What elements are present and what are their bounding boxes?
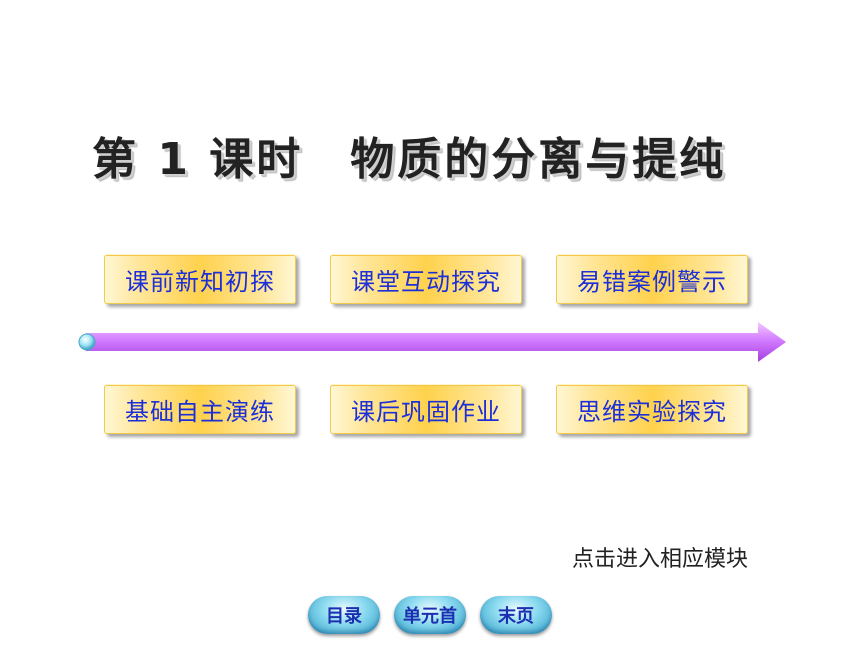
module-button-label: 基础自主演练	[125, 398, 275, 426]
toc-button[interactable]: 目录	[308, 596, 380, 634]
module-button-classroom[interactable]: 课堂互动探究	[330, 254, 522, 304]
module-button-label: 课后巩固作业	[351, 398, 501, 426]
toc-button-label: 目录	[326, 606, 362, 627]
module-button-label: 课前新知初探	[125, 268, 275, 296]
hint-text: 点击进入相应模块	[572, 547, 749, 572]
module-button-preview[interactable]: 课前新知初探	[104, 254, 296, 304]
arrow-shaft	[86, 322, 786, 362]
last-page-button[interactable]: 末页	[480, 596, 552, 634]
unit-first-button-label: 单元首	[403, 606, 457, 627]
last-page-button-label: 末页	[498, 606, 534, 627]
page-title: 第 1 课时 物质的分离与提纯	[92, 134, 727, 185]
arrow-start-ball-icon	[78, 333, 96, 351]
module-button-practice[interactable]: 基础自主演练	[104, 384, 296, 434]
progress-arrow	[78, 322, 786, 362]
module-button-label: 思维实验探究	[577, 398, 727, 426]
module-button-label: 课堂互动探究	[351, 268, 501, 296]
unit-first-button[interactable]: 单元首	[394, 596, 466, 634]
module-button-mistakes[interactable]: 易错案例警示	[556, 254, 748, 304]
module-button-experiment[interactable]: 思维实验探究	[556, 384, 748, 434]
module-button-homework[interactable]: 课后巩固作业	[330, 384, 522, 434]
module-button-label: 易错案例警示	[577, 268, 727, 296]
